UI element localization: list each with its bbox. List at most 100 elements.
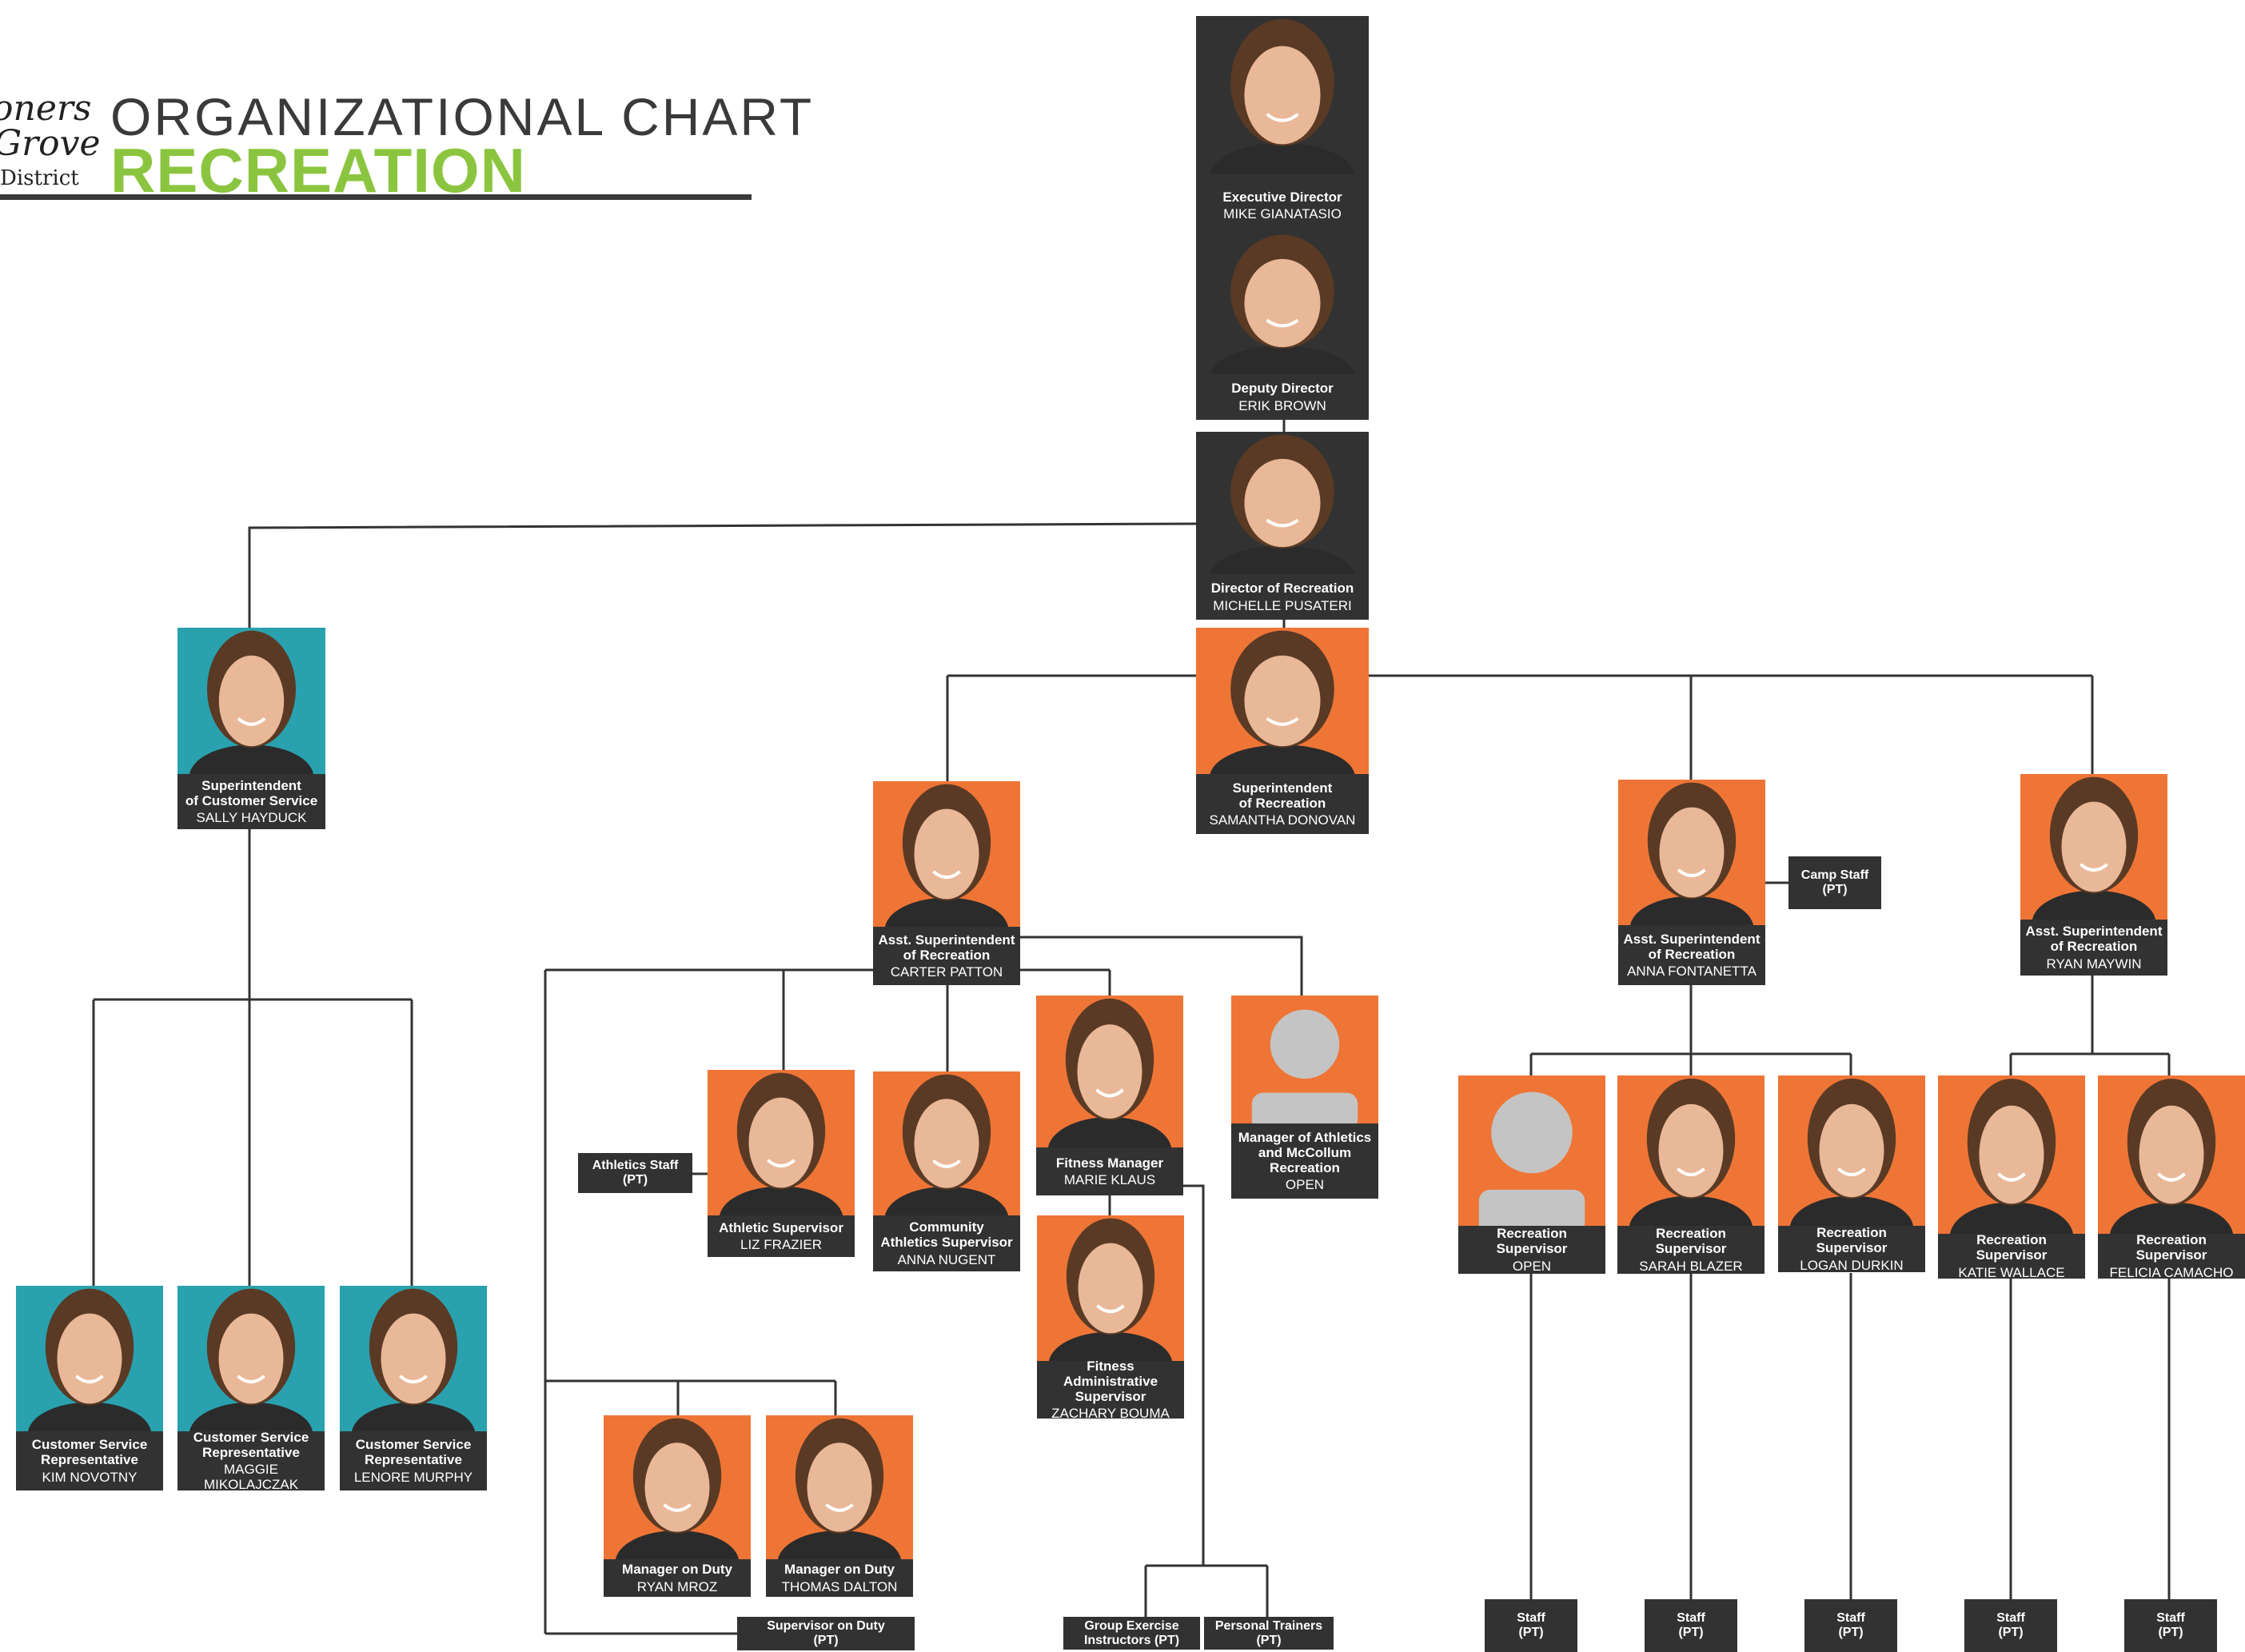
person-name: RYAN MROZ <box>636 1578 718 1594</box>
person-photo <box>1778 1075 1925 1226</box>
logo-line-1: oners <box>0 88 92 129</box>
person-role: Manager on Duty <box>784 1562 895 1578</box>
person-role: Deputy Director <box>1231 381 1334 397</box>
person-name: THOMAS DALTON <box>781 1578 898 1594</box>
person-role: Executive Director <box>1222 189 1342 205</box>
person-name: RYAN MAYWIN <box>2046 956 2142 972</box>
person-role: Recreation Supervisor <box>1496 1226 1568 1257</box>
tag-staff-pt-4: Staff (PT) <box>1964 1599 2057 1652</box>
card-manager-of-athletics: Manager of Athletics and McCollum Recrea… <box>1231 996 1378 1199</box>
person-role: Customer Service Representative <box>193 1429 309 1460</box>
person-role: Recreation Supervisor <box>1976 1232 2048 1263</box>
person-photo <box>1196 16 1369 174</box>
person-role: Recreation Supervisor <box>1816 1225 1888 1256</box>
person-photo <box>2098 1075 2245 1234</box>
person-role: Community Athletics Supervisor <box>880 1219 1013 1251</box>
person-name: KIM NOVOTNY <box>42 1469 138 1485</box>
person-role: Director of Recreation <box>1210 581 1354 597</box>
person-photo <box>873 781 1020 927</box>
person-role: Recreation Supervisor <box>2135 1232 2207 1263</box>
person-role: Fitness Manager <box>1055 1155 1164 1171</box>
person-role: Manager of Athletics and McCollum Recrea… <box>1238 1129 1372 1175</box>
tag-staff-pt-2: Staff (PT) <box>1645 1599 1737 1652</box>
person-photo <box>1617 1075 1764 1226</box>
person-photo <box>1036 996 1183 1147</box>
person-role: Superintendent of Recreation <box>1232 780 1333 811</box>
person-role: Recreation Supervisor <box>1655 1226 1727 1257</box>
person-name: MICHELLE PUSATERI <box>1213 597 1352 613</box>
person-caption: Manager of Athletics and McCollum Recrea… <box>1231 1123 1378 1199</box>
person-name: MIKE GIANATASIO <box>1223 206 1342 221</box>
person-role: Asst. Superintendent of Recreation <box>2025 924 2163 955</box>
person-name: SALLY HAYDUCK <box>196 810 307 826</box>
person-role: Customer Service Representative <box>355 1437 472 1468</box>
person-photo <box>873 1071 1020 1215</box>
tag-staff-pt-1: Staff (PT) <box>1485 1599 1577 1652</box>
person-photo <box>177 1286 325 1431</box>
person-photo <box>1618 780 1765 925</box>
logo-line-2: Grove <box>0 123 101 164</box>
placeholder-silhouette-icon <box>1458 1075 1605 1226</box>
person-photo <box>1196 628 1369 774</box>
person-role: Fitness Administrative Supervisor <box>1063 1358 1158 1404</box>
person-name: SARAH BLAZER <box>1639 1258 1743 1274</box>
person-role: Superintendent of Customer Service <box>185 777 318 808</box>
person-photo <box>2020 774 2167 920</box>
page-subtitle: RECREATION <box>110 135 526 206</box>
person-name: ZACHARY BOUMA <box>1051 1406 1170 1422</box>
person-name: ERIK BROWN <box>1238 397 1326 413</box>
person-name: LIZ FRAZIER <box>740 1237 822 1252</box>
person-name: KATIE WALLACE <box>1958 1264 2065 1280</box>
person-role: Athletic Supervisor <box>719 1219 843 1235</box>
person-name: MAGGIE MIKOLAJCZAK <box>203 1462 299 1493</box>
person-name: SAMANTHA DONOVAN <box>1209 812 1356 828</box>
person-role: Customer Service Representative <box>31 1437 148 1468</box>
person-name: FELICIA CAMACHO <box>2109 1264 2234 1280</box>
person-photo <box>1196 432 1369 574</box>
person-role: Asst. Superintendent of Recreation <box>1623 931 1761 962</box>
person-name: MARIE KLAUS <box>1063 1172 1156 1187</box>
person-name: OPEN <box>1285 1177 1325 1193</box>
placeholder-silhouette-icon <box>1231 996 1378 1123</box>
tag-staff-pt-5: Staff (PT) <box>2124 1599 2217 1652</box>
person-name: LENORE MURPHY <box>353 1469 473 1485</box>
person-name: ANNA FONTANETTA <box>1627 964 1757 980</box>
tag-athletics-staff: Athletics Staff (PT) <box>578 1153 692 1193</box>
person-photo <box>340 1286 487 1431</box>
page-title: ORGANIZATIONAL CHART <box>110 87 815 146</box>
person-photo <box>177 628 325 774</box>
person-name: LOGAN DURKIN <box>1800 1257 1904 1273</box>
